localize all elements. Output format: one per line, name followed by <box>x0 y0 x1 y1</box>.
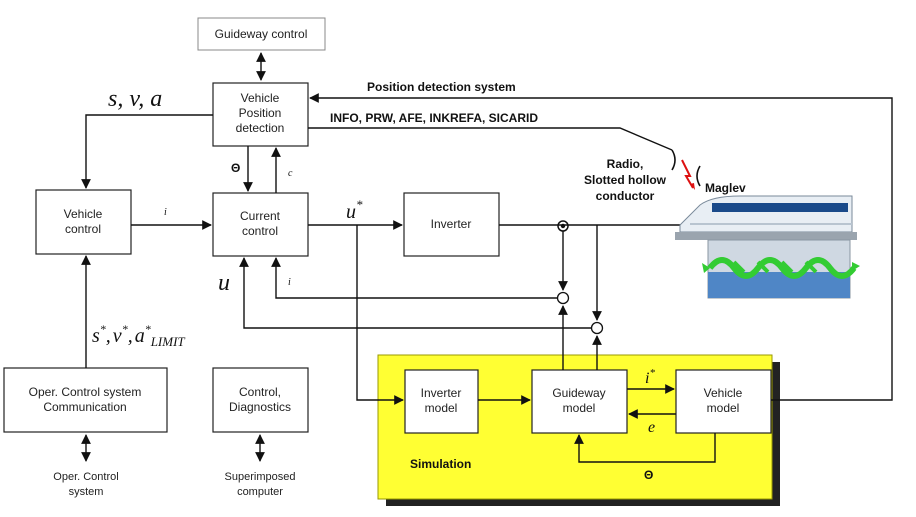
svg-text:Inverter: Inverter <box>421 386 462 400</box>
current-control-block: Current control <box>212 192 309 257</box>
svg-text:control: control <box>65 222 101 236</box>
svg-text:Guideway: Guideway <box>552 386 605 400</box>
svg-text:Vehicle: Vehicle <box>241 91 280 105</box>
signal-s-v-a: s,v,a <box>108 86 162 112</box>
simulation-label: Simulation <box>410 457 471 471</box>
signal-e: e <box>648 419 655 436</box>
maglev-train-image <box>675 195 860 299</box>
connections <box>81 52 893 463</box>
svg-text:model: model <box>563 401 596 415</box>
summing-junction-2 <box>590 321 604 335</box>
guideway-model-block: Guideway model <box>531 369 628 434</box>
signal-setpoints: s*,v*,a*LIMIT <box>92 322 185 349</box>
svg-text:Position: Position <box>239 106 282 120</box>
svg-text:Control,: Control, <box>239 385 281 399</box>
svg-text:Diagnostics: Diagnostics <box>229 400 291 414</box>
svg-text:Oper. Control system: Oper. Control system <box>29 385 142 399</box>
maglev-label: Maglev <box>705 181 746 195</box>
summing-junction-1 <box>556 291 570 305</box>
superimposed-label-2: computer <box>237 486 283 498</box>
svg-text:Communication: Communication <box>43 400 126 414</box>
oper-system-label-2: system <box>69 486 104 498</box>
svg-text:Vehicle: Vehicle <box>64 207 103 221</box>
signal-i-small: i <box>288 277 291 288</box>
svg-text:Inverter: Inverter <box>431 217 472 231</box>
signal-u-star: u* <box>346 197 363 223</box>
svg-text:model: model <box>425 401 458 415</box>
radio-label-2: Slotted hollow <box>584 173 667 187</box>
signal-c: c <box>288 168 293 179</box>
oper-control-block: Oper. Control system Communication <box>3 367 168 433</box>
signal-i-star-sim: i* <box>645 367 655 387</box>
radio-label-3: conductor <box>596 189 655 203</box>
svg-text:control: control <box>242 224 278 238</box>
oper-system-label-1: Oper. Control <box>53 471 118 483</box>
svg-text:model: model <box>707 401 740 415</box>
svg-text:detection: detection <box>236 121 285 135</box>
vehicle-model-block: Vehicle model <box>675 369 772 434</box>
svg-text:Current: Current <box>240 209 281 223</box>
svg-text:Vehicle: Vehicle <box>704 386 743 400</box>
signal-theta-1: Θ <box>231 161 240 175</box>
radio-label-1: Radio, <box>607 157 644 171</box>
vehicle-position-detection-block: Vehicle Position detection <box>212 82 309 147</box>
signal-u: u <box>218 270 230 296</box>
vehicle-control-block: Vehicle control <box>35 189 132 255</box>
guideway-control-block: Guideway control <box>197 17 326 51</box>
signal-theta-2: Θ <box>644 468 653 482</box>
svg-text:Guideway control: Guideway control <box>215 27 308 41</box>
control-diagnostics-block: Control, Diagnostics <box>212 367 309 433</box>
inverter-model-block: Inverter model <box>404 369 479 434</box>
signal-i-star: i <box>164 207 167 218</box>
radio-antenna-icon <box>671 149 701 190</box>
systems-list-label: INFO, PRW, AFE, INKREFA, SICARID <box>330 111 538 125</box>
inverter-block: Inverter <box>403 192 500 257</box>
superimposed-label-1: Superimposed <box>225 471 296 483</box>
position-detection-system-label: Position detection system <box>367 80 516 94</box>
